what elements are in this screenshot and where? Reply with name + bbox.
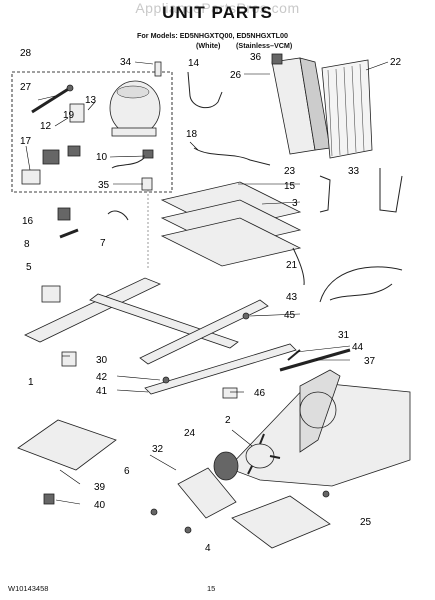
grille-spacer: [222, 387, 238, 399]
callout-34: 34: [120, 57, 132, 68]
overload-relay: [21, 103, 85, 185]
callout-7: 7: [100, 238, 106, 249]
callout-40: 40: [94, 500, 106, 511]
drier: [59, 228, 79, 239]
name-plate: [61, 351, 77, 367]
discharge-line: [193, 147, 271, 166]
callout-36: 36: [250, 52, 262, 63]
callout-13: 13: [85, 95, 97, 106]
callout-5: 5: [26, 262, 32, 273]
watermark: AppliancePartsPros.com: [135, 0, 300, 16]
callout-6: 6: [124, 466, 130, 477]
callout-4: 4: [205, 543, 211, 554]
page-title: UNIT PARTS: [162, 3, 273, 22]
callout-44: 44: [352, 342, 364, 353]
callout-17: 17: [20, 136, 32, 147]
base-frame: [24, 277, 297, 395]
callout-3: 3: [292, 198, 298, 209]
variant-white: (White): [196, 41, 221, 50]
fan-motor: [177, 451, 239, 519]
callout-21: 21: [286, 260, 298, 271]
callout-35: 35: [98, 180, 110, 191]
tube-clamp: [107, 210, 129, 221]
callout-1: 1: [28, 377, 34, 388]
callout-43: 43: [286, 292, 298, 303]
callout-30: 30: [96, 355, 108, 366]
callout-28: 28: [20, 48, 32, 59]
callout-41: 41: [96, 386, 108, 397]
compressor-group-box: [11, 71, 173, 193]
callout-45: 45: [284, 310, 296, 321]
footer-code: W10143458: [8, 584, 49, 593]
drain-pan: [231, 495, 331, 549]
callout-27: 27: [20, 82, 32, 93]
drain-tube: [319, 175, 331, 213]
callout-labels: 28 27 13 12 19 17 10 35 34 14 26 22 18 3…: [20, 48, 402, 554]
capillary-tube: [31, 84, 74, 114]
callout-37: 37: [364, 356, 376, 367]
callout-32: 32: [152, 444, 164, 455]
callout-31: 31: [338, 330, 350, 341]
evaporator-coil: [160, 181, 302, 267]
condenser-coil: [321, 59, 373, 159]
callout-23: 23: [284, 166, 296, 177]
callout-16: 16: [22, 216, 34, 227]
suction-line: [187, 71, 223, 109]
callout-8: 8: [24, 239, 30, 250]
access-cover: [17, 419, 117, 471]
cover-screw: [43, 493, 55, 505]
wire-harness: [319, 266, 403, 303]
water-tube: [379, 168, 403, 213]
callout-2: 2: [225, 415, 231, 426]
compressor: [109, 80, 161, 137]
callout-46: 46: [254, 388, 266, 399]
callout-22: 22: [390, 57, 402, 68]
callout-25: 25: [360, 517, 372, 528]
fan-blade: [245, 433, 281, 475]
callout-14: 14: [188, 58, 200, 69]
fasteners: [150, 312, 330, 534]
side-rail: [279, 348, 351, 372]
page-number: 15: [207, 584, 216, 593]
defrost-wire: [292, 247, 305, 286]
models-line: For Models: ED5NHGXTQ00, ED5NHGXTL00: [137, 31, 288, 40]
callout-42: 42: [96, 372, 108, 383]
callout-33: 33: [348, 166, 360, 177]
callout-39: 39: [94, 482, 106, 493]
callout-18: 18: [186, 129, 198, 140]
callout-26: 26: [230, 70, 242, 81]
variant-stainless: (Stainless–VCM): [236, 41, 293, 50]
callout-12: 12: [40, 121, 52, 132]
leader-lines: [25, 61, 389, 505]
callout-10: 10: [96, 152, 108, 163]
harness-plug: [142, 149, 154, 159]
clip: [57, 207, 71, 221]
callout-19: 19: [63, 110, 75, 121]
callout-24: 24: [184, 428, 196, 439]
callout-15: 15: [284, 181, 296, 192]
condenser-shroud: [271, 53, 331, 155]
